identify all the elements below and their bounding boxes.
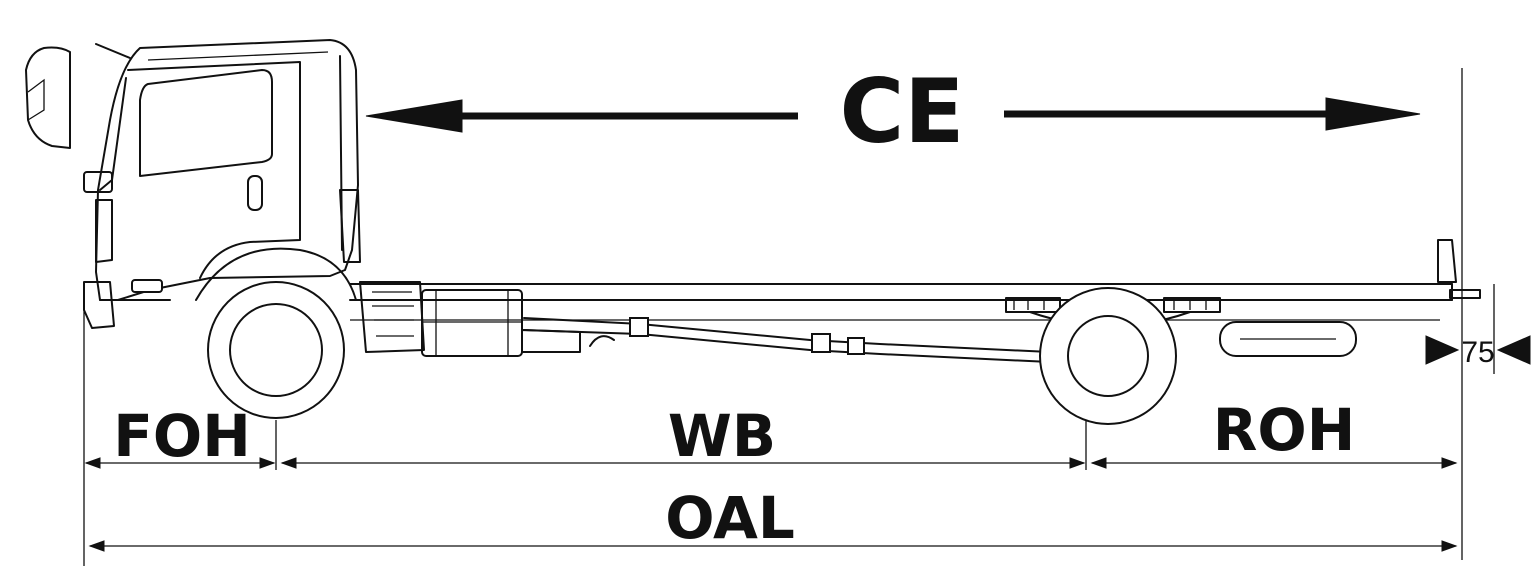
roh-label: ROH [1213, 396, 1356, 464]
foh-dimension: FOH [84, 402, 276, 470]
ce-label: CE [840, 60, 965, 163]
truck-cab [25, 39, 359, 329]
overhang-value-label: 75 [1461, 336, 1494, 369]
chassis-frame [349, 283, 1453, 321]
overhang-75-dimension: 75 [1425, 335, 1531, 369]
wb-label: WB [668, 402, 776, 470]
roh-dimension: ROH [1090, 396, 1458, 469]
wb-dimension: WB [280, 402, 1086, 470]
front-wheel [195, 247, 357, 419]
oal-label: OAL [665, 484, 795, 552]
foh-label: FOH [113, 402, 250, 470]
rear-wheel [1039, 287, 1177, 425]
oal-dimension: OAL [88, 484, 1458, 552]
reference-lines [83, 68, 1495, 566]
ce-dimension: CE [365, 60, 1421, 163]
drivetrain [339, 189, 1481, 363]
truck-illustration [25, 39, 1481, 425]
